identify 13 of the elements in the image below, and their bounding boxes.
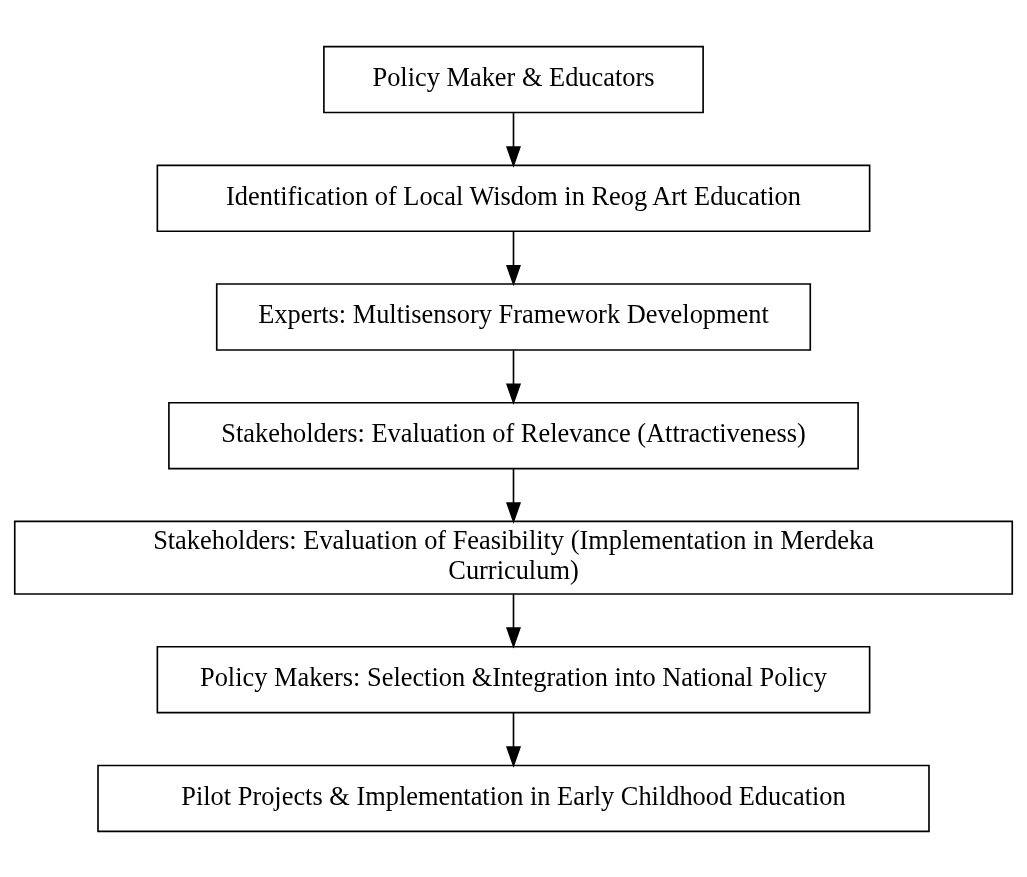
arrow (506, 230, 521, 286)
arrow (506, 593, 521, 649)
node-box: Pilot Projects & Implementation in Early Childhood Education (97, 764, 930, 832)
node-box: Identification of Local Wisdom in Reog Art Education (156, 164, 871, 232)
arrow (506, 711, 521, 768)
node-box: Experts: Multisensory Framework Development (215, 282, 812, 351)
arrow (506, 348, 521, 405)
node-box: Stakeholders: Evaluation of Feasibility (Implementation in Merdeka Curriculum) (13, 520, 1014, 595)
arrow (506, 111, 521, 168)
arrow (506, 467, 521, 524)
node-box: Policy Maker & Educators (323, 45, 704, 113)
node-box: Stakeholders: Evaluation of Relevance (Attractiveness) (168, 401, 859, 469)
node-box: Policy Makers: Selection &Integration into National Policy (156, 645, 871, 713)
